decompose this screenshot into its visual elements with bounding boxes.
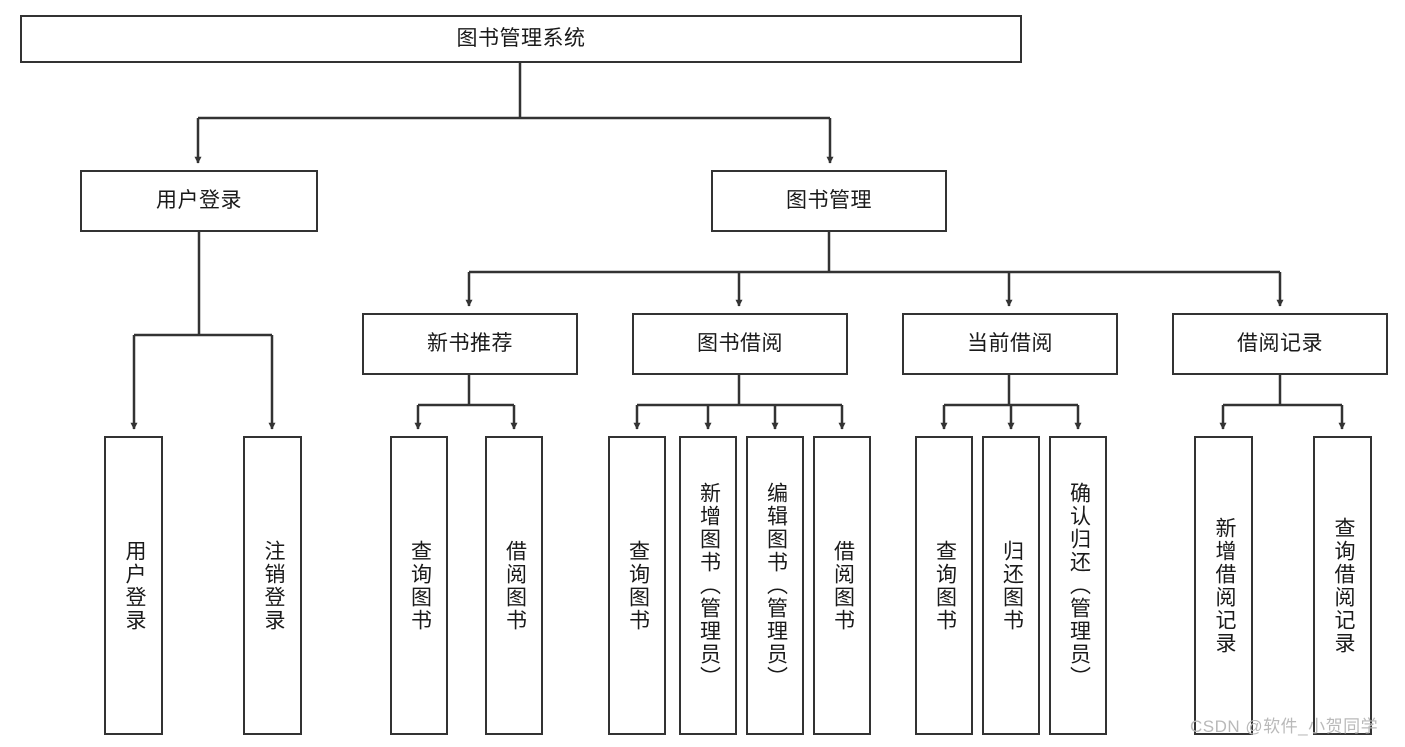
node-leaf-bw-add-book-admin[interactable]: 新增图书（管理员） — [679, 436, 737, 735]
node-leaf-cb-confirm-return-admin[interactable]: 确认归还（管理员） — [1049, 436, 1107, 735]
node-leaf-bw-query-book[interactable]: 查询图书 — [608, 436, 666, 735]
node-leaf-user-logout[interactable]: 注销登录 — [243, 436, 302, 735]
node-label: 用户登录 — [122, 539, 146, 632]
node-label: 图书借阅 — [697, 331, 783, 355]
node-label: 查询借阅记录 — [1331, 516, 1355, 655]
node-label: 图书管理系统 — [456, 26, 586, 50]
node-current-borrow[interactable]: 当前借阅 — [902, 313, 1118, 375]
csdn-watermark: CSDN @软件_小贺同学 — [1190, 717, 1379, 736]
node-label: 借阅图书 — [503, 539, 527, 632]
node-label: 注销登录 — [261, 539, 285, 632]
node-leaf-bw-borrow-book[interactable]: 借阅图书 — [813, 436, 871, 735]
node-label: 新增借阅记录 — [1212, 516, 1236, 655]
node-book-management[interactable]: 图书管理 — [711, 170, 947, 232]
node-leaf-cb-return-book[interactable]: 归还图书 — [982, 436, 1040, 735]
node-leaf-rc-query-record[interactable]: 查询借阅记录 — [1313, 436, 1372, 735]
node-label: 图书管理 — [786, 188, 872, 212]
node-label: 新增图书（管理员） — [697, 482, 721, 689]
node-leaf-nb-borrow-book[interactable]: 借阅图书 — [485, 436, 543, 735]
node-label: 借阅记录 — [1237, 331, 1323, 355]
node-leaf-rc-add-record[interactable]: 新增借阅记录 — [1194, 436, 1253, 735]
node-label: 归还图书 — [1000, 539, 1024, 632]
node-label: 用户登录 — [156, 188, 242, 212]
node-label: 查询图书 — [626, 539, 650, 632]
node-leaf-user-login[interactable]: 用户登录 — [104, 436, 163, 735]
node-label: 编辑图书（管理员） — [764, 482, 788, 689]
node-root-system[interactable]: 图书管理系统 — [20, 15, 1022, 63]
node-label: 当前借阅 — [967, 331, 1053, 355]
node-new-book-recommend[interactable]: 新书推荐 — [362, 313, 578, 375]
node-label: 确认归还（管理员） — [1067, 482, 1091, 689]
node-book-borrow[interactable]: 图书借阅 — [632, 313, 848, 375]
node-label: 查询图书 — [933, 539, 957, 632]
node-label: 借阅图书 — [831, 539, 855, 632]
node-leaf-cb-query-book[interactable]: 查询图书 — [915, 436, 973, 735]
node-leaf-nb-query-book[interactable]: 查询图书 — [390, 436, 448, 735]
node-label: 查询图书 — [408, 539, 432, 632]
node-borrow-records[interactable]: 借阅记录 — [1172, 313, 1388, 375]
node-leaf-bw-edit-book-admin[interactable]: 编辑图书（管理员） — [746, 436, 804, 735]
node-user-login[interactable]: 用户登录 — [80, 170, 318, 232]
node-label: 新书推荐 — [427, 331, 513, 355]
